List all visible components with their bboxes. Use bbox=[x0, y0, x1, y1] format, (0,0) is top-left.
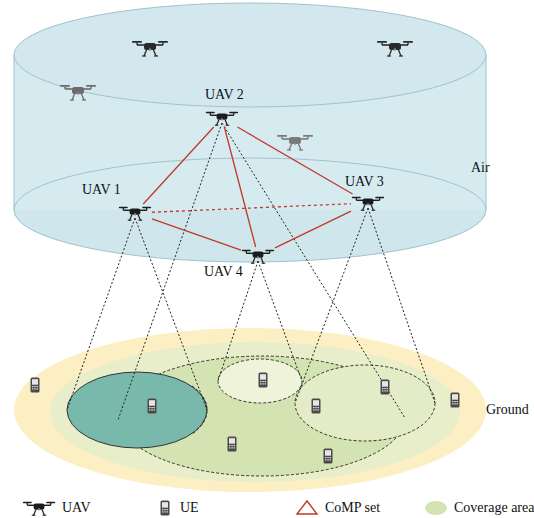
legend-text: Coverage area bbox=[454, 500, 534, 516]
uav-label: UAV 4 bbox=[204, 264, 243, 280]
legend-text: CoMP set bbox=[325, 500, 380, 516]
uav-label: UAV 3 bbox=[345, 174, 384, 190]
uav-icon bbox=[205, 109, 239, 127]
uav-node: UAV 2 bbox=[205, 109, 239, 127]
legend-ue bbox=[161, 501, 170, 516]
comp-link bbox=[143, 127, 214, 204]
region-label: Air bbox=[471, 160, 490, 176]
uav-label: UAV 2 bbox=[205, 87, 244, 103]
legend-text: UAV bbox=[62, 500, 91, 516]
uav-icon bbox=[351, 194, 385, 212]
coverage-cone bbox=[67, 123, 435, 420]
uav-node: UAV 1 bbox=[118, 204, 152, 222]
uav-node: UAV 4 bbox=[241, 247, 275, 265]
ground-area bbox=[14, 328, 486, 492]
air-cylinder bbox=[14, 3, 486, 262]
legend-triangle bbox=[297, 501, 317, 514]
legend-uav bbox=[23, 502, 55, 516]
ue-icons bbox=[31, 373, 460, 464]
uav-icon bbox=[132, 41, 168, 56]
uav-icon bbox=[118, 204, 152, 222]
uav-node: UAV 3 bbox=[351, 194, 385, 212]
comp-link bbox=[237, 127, 352, 194]
comp-link bbox=[152, 219, 241, 250]
legend-swatch bbox=[295, 498, 321, 518]
legend-swatch bbox=[424, 498, 450, 518]
uav-icon bbox=[377, 41, 413, 56]
region-label: Ground bbox=[486, 402, 529, 418]
uav-icon bbox=[277, 135, 313, 150]
legend-color bbox=[425, 501, 447, 515]
uav-icon bbox=[241, 247, 275, 265]
uav-label: UAV 1 bbox=[82, 182, 121, 198]
comp-link bbox=[152, 204, 351, 213]
legend-swatch bbox=[160, 498, 176, 518]
comp-link bbox=[275, 211, 351, 248]
comp-link bbox=[224, 127, 255, 247]
legend-text: UE bbox=[180, 500, 199, 516]
uav-icon bbox=[60, 85, 96, 100]
legend-swatch bbox=[22, 498, 58, 518]
